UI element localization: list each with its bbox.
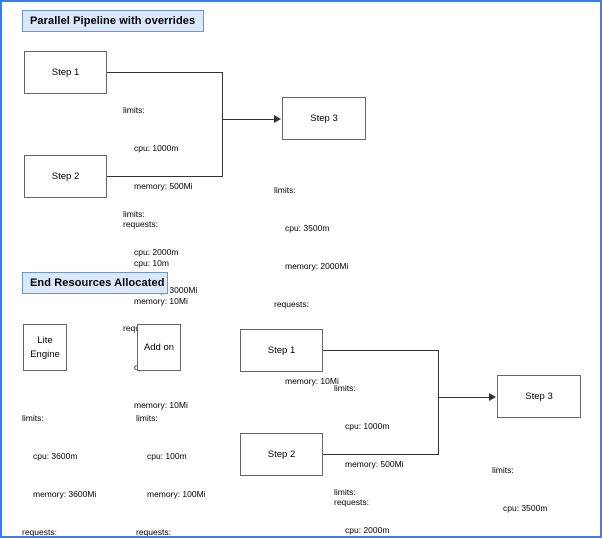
spec-limits-memory: memory: 100Mi xyxy=(147,489,206,499)
spec-limits-label: limits: xyxy=(136,412,158,423)
spec-limits-cpu: cpu: 2000m xyxy=(345,524,390,535)
node-add-on[interactable]: Add on xyxy=(137,324,181,371)
spec-limits-label: limits: xyxy=(22,412,44,423)
node-top-step1[interactable]: Step 1 xyxy=(24,51,107,94)
spec-limits-cpu: cpu: 3500m xyxy=(503,502,548,513)
spec-requests-label: requests: xyxy=(334,497,369,508)
spec-requests-cpu: cpu: 10m xyxy=(134,257,169,268)
section-header-end-resources: End Resources Allocated xyxy=(22,272,168,294)
spec-requests-memory: memory: 10Mi xyxy=(134,399,188,410)
node-bottom-step3[interactable]: Step 3 xyxy=(497,375,581,418)
spec-add-on: limits: cpu: 100m memory: 100Mi requests… xyxy=(136,386,206,538)
spec-limits-label: limits: xyxy=(334,486,356,497)
spec-limits-cpu: cpu: 100m xyxy=(147,450,187,461)
section-header-parallel-pipeline: Parallel Pipeline with overrides xyxy=(22,10,204,32)
connector-top-merge-vertical xyxy=(222,72,223,177)
spec-requests-memory: memory: 10Mi xyxy=(134,295,188,306)
spec-limits-cpu: cpu: 3600m xyxy=(33,450,78,461)
node-top-step2[interactable]: Step 2 xyxy=(24,155,107,198)
spec-lite-engine: limits: cpu: 3600m memory: 3600Mi reques… xyxy=(22,386,97,538)
node-bottom-step1[interactable]: Step 1 xyxy=(240,329,323,372)
spec-requests-cpu: cpu: 10m xyxy=(334,535,404,537)
connector-bottom-step2-horizontal xyxy=(323,454,438,455)
connector-top-merge-to-step3 xyxy=(222,119,275,120)
spec-bottom-step3: limits: cpu: 3500m memory: 2000Mi reques… xyxy=(492,438,566,536)
spec-limits-label: limits: xyxy=(492,464,514,475)
node-top-step3[interactable]: Step 3 xyxy=(282,97,366,140)
node-lite-engine[interactable]: Lite Engine xyxy=(23,324,67,371)
spec-limits-cpu: cpu: 1000m xyxy=(134,142,179,153)
spec-limits-label: limits: xyxy=(123,208,145,219)
node-bottom-step2[interactable]: Step 2 xyxy=(240,433,323,476)
spec-limits-cpu: cpu: 3500m xyxy=(285,222,330,233)
spec-limits-cpu: cpu: 1000m xyxy=(345,420,390,431)
connector-top-step1-horizontal xyxy=(107,72,222,73)
spec-limits-memory: memory: 3600Mi xyxy=(33,489,97,499)
connector-top-step2-horizontal xyxy=(107,176,222,177)
node-lite-engine-label-line2: Engine xyxy=(30,348,60,360)
spec-requests-memory: memory: 10Mi xyxy=(285,375,339,386)
spec-limits-label: limits: xyxy=(123,104,145,115)
spec-limits-label: limits: xyxy=(274,184,296,195)
spec-requests-label: requests: xyxy=(123,219,158,230)
spec-requests-label: requests: xyxy=(274,299,309,310)
connector-bottom-merge-to-step3 xyxy=(438,397,490,398)
spec-top-step1: limits: cpu: 1000m memory: 500Mi request… xyxy=(123,78,193,333)
spec-limits-memory: memory: 2000Mi xyxy=(285,261,349,271)
spec-requests-label: requests: xyxy=(136,527,171,538)
spec-limits-memory: memory: 500Mi xyxy=(345,459,404,469)
spec-bottom-step2: limits: cpu: 2000m memory: 3000Mi reques… xyxy=(334,460,408,536)
arrowhead-bottom-to-step3 xyxy=(489,393,496,401)
connector-bottom-merge-vertical xyxy=(438,350,439,455)
connector-bottom-step1-horizontal xyxy=(323,350,438,351)
node-lite-engine-label-line1: Lite xyxy=(37,334,53,346)
spec-limits-memory: memory: 500Mi xyxy=(134,181,193,191)
spec-bottom-step1: limits: cpu: 1000m memory: 500Mi request… xyxy=(334,356,404,537)
arrowhead-top-to-step3 xyxy=(274,115,281,123)
spec-limits-cpu: cpu: 2000m xyxy=(134,246,179,257)
spec-limits-label: limits: xyxy=(334,382,356,393)
spec-requests-label: requests: xyxy=(22,527,57,538)
